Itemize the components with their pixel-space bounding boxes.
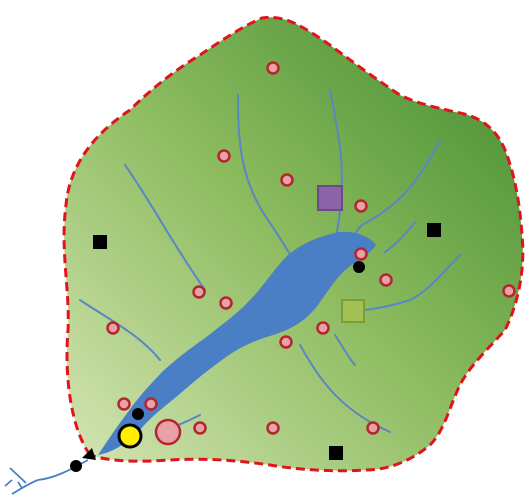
sample-point-icon (106, 321, 120, 335)
stream (79, 299, 161, 361)
black-square-icon (427, 223, 441, 237)
sample-point-icon (354, 247, 368, 261)
black-triangle-icon (82, 448, 96, 460)
sample-points (106, 61, 516, 435)
stream (124, 164, 206, 291)
sample-point-icon (219, 296, 233, 310)
green-square-icon (341, 299, 365, 323)
black-dot-icon (353, 261, 365, 273)
black-square-icon (329, 446, 343, 460)
sample-point-icon (502, 284, 516, 298)
sample-point-icon (117, 397, 131, 411)
stream (364, 254, 461, 311)
sample-point-icon (144, 397, 158, 411)
sample-point-icon (280, 173, 294, 187)
black-square-icon (93, 235, 107, 249)
lake (98, 231, 376, 455)
sample-point-icon (379, 273, 393, 287)
catchment-area (62, 15, 525, 473)
outflow-arrow-icon (4, 459, 89, 495)
purple-square-icon (317, 185, 343, 211)
stream-network (79, 89, 461, 433)
sample-point-icon (266, 421, 280, 435)
black-dot-icon (132, 408, 144, 420)
sample-point-icon (366, 421, 380, 435)
sample-point-icon (266, 61, 280, 75)
stream (334, 334, 356, 366)
yellow-circle-icon (117, 423, 143, 449)
sample-point-icon (192, 285, 206, 299)
sample-point-icon (217, 149, 231, 163)
black-dot-icon (70, 460, 82, 472)
sample-point-icon (316, 321, 330, 335)
stream (237, 94, 296, 263)
stream (384, 221, 416, 253)
large-pink-circle-icon (154, 418, 182, 446)
sample-point-icon (279, 335, 293, 349)
sample-point-icon (354, 199, 368, 213)
stations (93, 223, 441, 460)
sample-point-icon (193, 421, 207, 435)
